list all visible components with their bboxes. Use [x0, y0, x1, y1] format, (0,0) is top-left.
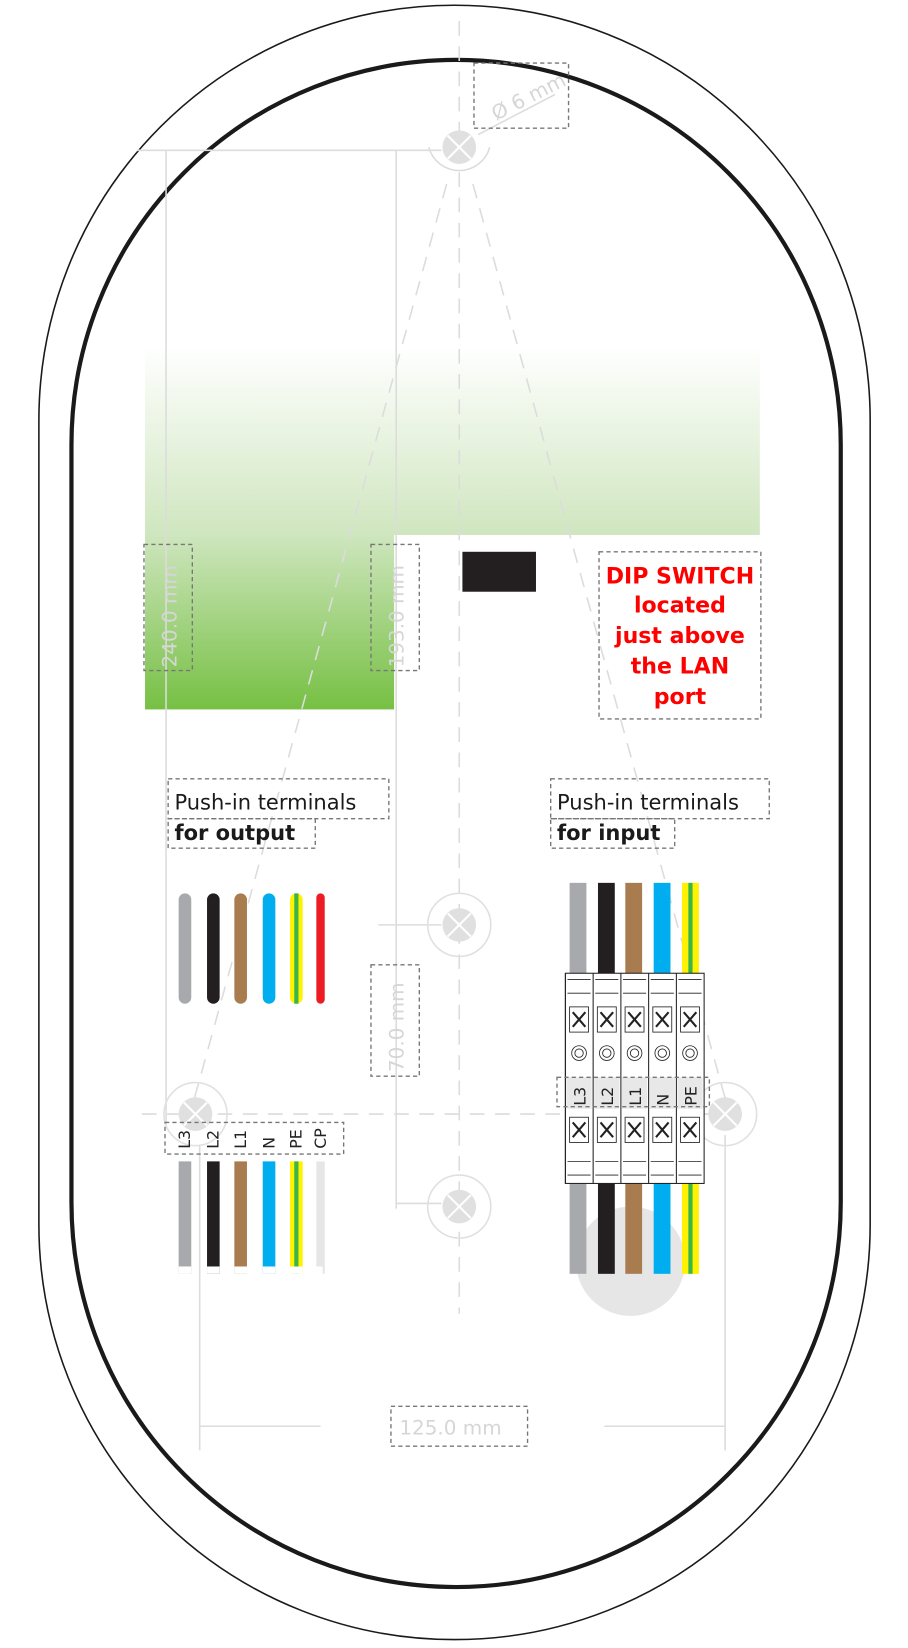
- output-terminal-label: L1: [231, 1130, 250, 1149]
- svg-text:the LAN: the LAN: [631, 655, 729, 680]
- wire-l1: [234, 1161, 247, 1274]
- dim-hole-diameter: Ø 6 mm: [487, 68, 569, 126]
- output-terminal-label: CP: [311, 1128, 330, 1149]
- svg-text:DIP SWITCH: DIP SWITCH: [606, 564, 755, 589]
- lan-port: [462, 551, 536, 592]
- mounting-hole-top: [442, 130, 477, 164]
- wire-pe: [290, 893, 303, 1004]
- wire-n: [262, 1161, 276, 1274]
- input-terminal-label: L1: [626, 1087, 645, 1106]
- wire-n: [653, 1177, 671, 1274]
- highlight-area: [145, 346, 760, 710]
- svg-text:just above: just above: [614, 624, 745, 649]
- enclosure-inner-outline: [69, 57, 843, 1590]
- input-terminal-label: L3: [570, 1087, 589, 1106]
- output-label-line1: Push-in terminals: [174, 789, 356, 814]
- output-terminal-labels: L3 L2 L1 N PE CP: [175, 1128, 330, 1149]
- wire-l2: [597, 1177, 615, 1274]
- wire-l2: [597, 882, 615, 983]
- output-terminal-label: PE: [287, 1129, 306, 1148]
- mounting-hole-right: [692, 1081, 758, 1147]
- wire-l2: [207, 1161, 220, 1274]
- dim-height-outer: 240.0 mm: [158, 565, 182, 667]
- dim-spacing-vertical: 70.0 mm: [385, 982, 409, 1072]
- wire-pe: [682, 1177, 699, 1274]
- input-terminal-block: [564, 972, 705, 1184]
- wire-pe: [682, 882, 699, 983]
- wire-l3: [569, 882, 587, 983]
- wire-l3: [178, 1161, 192, 1274]
- svg-text:port: port: [654, 685, 707, 710]
- output-terminal-label: N: [259, 1137, 278, 1149]
- input-terminal-label: L2: [598, 1087, 617, 1106]
- mounting-hole-bottom: [426, 1174, 492, 1239]
- output-wires: [178, 893, 325, 1274]
- input-terminal-label: PE: [681, 1086, 700, 1105]
- output-terminal-label: L3: [175, 1130, 194, 1149]
- wire-l1: [625, 882, 643, 983]
- dim-height-inner: 193.0 mm: [385, 565, 409, 667]
- svg-text:located: located: [634, 594, 726, 619]
- wire-pe: [290, 1161, 303, 1274]
- output-terminal-label: L2: [204, 1130, 223, 1149]
- wire-l1: [234, 893, 247, 1004]
- wire-l3: [178, 893, 192, 1004]
- input-label-line1: Push-in terminals: [557, 789, 739, 814]
- input-wires: [569, 882, 699, 1274]
- wire-cp: [316, 893, 325, 1004]
- wire-l1: [625, 1177, 643, 1274]
- output-label-line2: for output: [174, 820, 295, 845]
- wire-l3: [569, 1177, 587, 1274]
- wire-l2: [207, 893, 220, 1004]
- input-label-line2: for input: [557, 820, 660, 845]
- wire-n: [262, 893, 276, 1004]
- input-terminal-labels: L3 L2 L1 N PE: [570, 1086, 700, 1105]
- input-terminal-label: N: [654, 1094, 673, 1106]
- dip-switch-note: DIP SWITCH located just above the LAN po…: [606, 564, 755, 710]
- dim-width: 125.0 mm: [399, 1416, 501, 1440]
- wire-cp: [316, 1161, 325, 1274]
- wire-n: [653, 882, 671, 983]
- enclosure-outer-outline: [38, 4, 871, 1641]
- mounting-hole-center: [426, 892, 492, 958]
